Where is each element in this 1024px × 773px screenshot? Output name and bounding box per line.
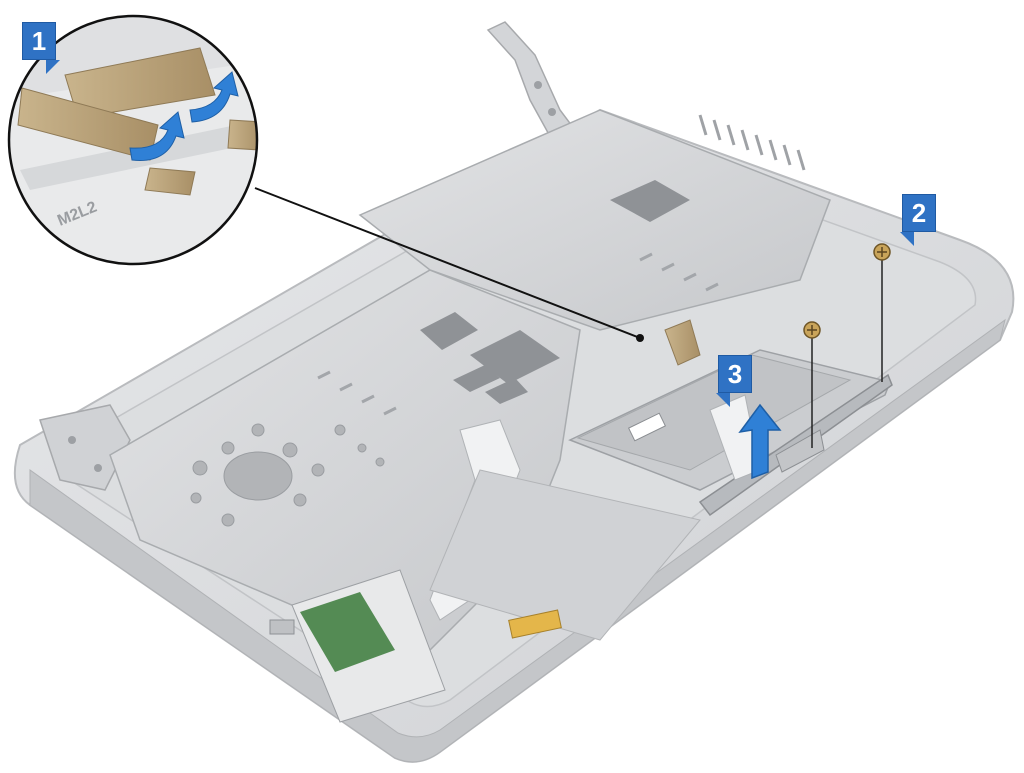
screw-1 [873, 243, 891, 382]
screw-2 [803, 321, 821, 448]
vent-slots [698, 114, 806, 171]
step-1-badge: 1 [22, 22, 60, 74]
tape-on-plate [664, 319, 701, 366]
callout-leader-line [254, 187, 641, 339]
step-3-label: 3 [727, 358, 743, 389]
step-2-label: 2 [911, 197, 927, 228]
battery-bay [429, 469, 701, 641]
callout-pointer-dot [636, 334, 644, 342]
peel-arrow-icon [189, 71, 239, 123]
step-3-badge: 3 [716, 355, 752, 407]
step-1-label: 1 [31, 25, 47, 56]
io-board [269, 569, 446, 723]
peel-arrow-icon [129, 111, 185, 161]
hinge-right [486, 21, 577, 141]
step-2-badge: 2 [900, 194, 936, 246]
lift-arrow-icon [738, 403, 782, 480]
